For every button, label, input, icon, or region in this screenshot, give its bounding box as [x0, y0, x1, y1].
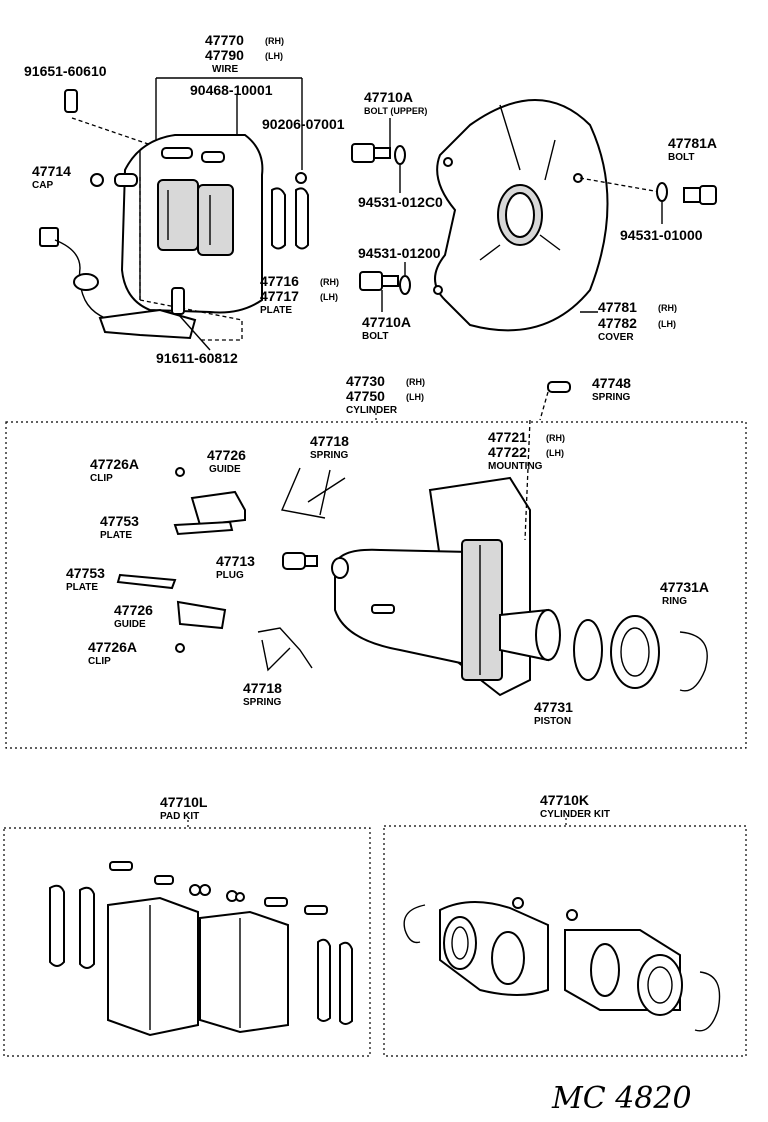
- part-47750-side: (LH): [406, 392, 424, 402]
- plate-bottom-name: PLATE: [66, 582, 98, 593]
- part-47781: 47781: [598, 299, 637, 315]
- part-47721: 47721: [488, 429, 527, 445]
- piston-name: PISTON: [534, 716, 571, 727]
- part-94531-012c0: 94531-012C0: [358, 194, 443, 210]
- part-47716-side: (RH): [320, 277, 339, 287]
- guide-bottom-name: GUIDE: [114, 619, 146, 630]
- part-94531-01000: 94531-01000: [620, 227, 703, 243]
- spring-bottom-name: SPRING: [243, 697, 282, 708]
- part-47714: 47714: [32, 163, 71, 179]
- clip-top-name: CLIP: [90, 473, 113, 484]
- cylinder-assembly: [116, 381, 708, 697]
- backing-plate-group: [351, 99, 717, 332]
- cylinder-group-box: [5, 421, 747, 749]
- part-47753-top: 47753: [100, 513, 139, 529]
- clip-bottom-name: CLIP: [88, 656, 111, 667]
- cylinder-kit-box: [383, 825, 747, 1057]
- part-47717-side: (LH): [320, 292, 338, 302]
- plate-name: PLATE: [260, 305, 292, 316]
- bolt-upper-name: BOLT (UPPER): [364, 106, 427, 116]
- cover-name: COVER: [598, 332, 634, 343]
- part-47781-side: (RH): [658, 303, 677, 313]
- part-47781a: 47781A: [668, 135, 717, 151]
- part-47713: 47713: [216, 553, 255, 569]
- part-47710l: 47710L: [160, 794, 208, 810]
- wire-lh-side: (LH): [265, 51, 283, 61]
- svg-text:47770: 47770: [205, 32, 244, 48]
- wire-rh-number: 47770: [205, 32, 244, 48]
- part-47748: 47748: [592, 375, 631, 391]
- pad-kit-box: [3, 827, 371, 1057]
- bolt-lower-name: BOLT: [362, 331, 388, 342]
- wire-rh-side: (RH): [265, 36, 284, 46]
- bolt-right-name: BOLT: [668, 152, 694, 163]
- part-47726a-bottom: 47726A: [88, 639, 137, 655]
- part-47718-bottom: 47718: [243, 680, 282, 696]
- part-90468-10001: 90468-10001: [190, 82, 273, 98]
- spring-top-name: SPRING: [310, 450, 349, 461]
- wire-name: WIRE: [212, 64, 238, 75]
- part-47726-bottom: 47726: [114, 602, 153, 618]
- part-47730-side: (RH): [406, 377, 425, 387]
- spring-47748-name: SPRING: [592, 392, 631, 403]
- part-47710a-upper: 47710A: [364, 89, 413, 105]
- guide-top-name: GUIDE: [209, 464, 241, 475]
- part-47731: 47731: [534, 699, 573, 715]
- part-47782: 47782: [598, 315, 637, 331]
- cylinder-name: CYLINDER: [346, 405, 398, 416]
- part-47782-side: (LH): [658, 319, 676, 329]
- pad-kit-parts: [49, 861, 353, 1037]
- part-47730: 47730: [346, 373, 385, 389]
- part-90206-07001: 90206-07001: [262, 116, 345, 132]
- part-47753-bottom: 47753: [66, 565, 105, 581]
- cylinder-kit-parts: [403, 897, 721, 1032]
- part-91651-60610: 91651-60610: [24, 63, 107, 79]
- part-47726-top: 47726: [207, 447, 246, 463]
- part-47716: 47716: [260, 273, 299, 289]
- plug-name: PLUG: [216, 570, 244, 581]
- part-47722: 47722: [488, 444, 527, 460]
- mounting-name: MOUNTING: [488, 461, 543, 472]
- part-47722-side: (LH): [546, 448, 564, 458]
- handwritten-code: MC 4820: [551, 1081, 692, 1116]
- part-94531-01200: 94531-01200: [358, 245, 441, 261]
- part-91611-60812: 91611-60812: [156, 350, 238, 366]
- ring-name: RING: [662, 596, 687, 607]
- part-47710k: 47710K: [540, 792, 589, 808]
- pad-kit-name: PAD KIT: [160, 811, 199, 822]
- part-47750: 47750: [346, 388, 385, 404]
- part-47726a-top: 47726A: [90, 456, 139, 472]
- part-47721-side: (RH): [546, 433, 565, 443]
- part-47710a-lower: 47710A: [362, 314, 411, 330]
- caliper-assembly: [39, 77, 309, 351]
- wire-lh-number: 47790: [205, 47, 244, 63]
- part-47731a: 47731A: [660, 579, 709, 595]
- cylinder-kit-name: CYLINDER KIT: [540, 809, 610, 820]
- plate-top-name: PLATE: [100, 530, 132, 541]
- part-47717: 47717: [260, 288, 299, 304]
- cap-name: CAP: [32, 180, 53, 191]
- part-47718-top: 47718: [310, 433, 349, 449]
